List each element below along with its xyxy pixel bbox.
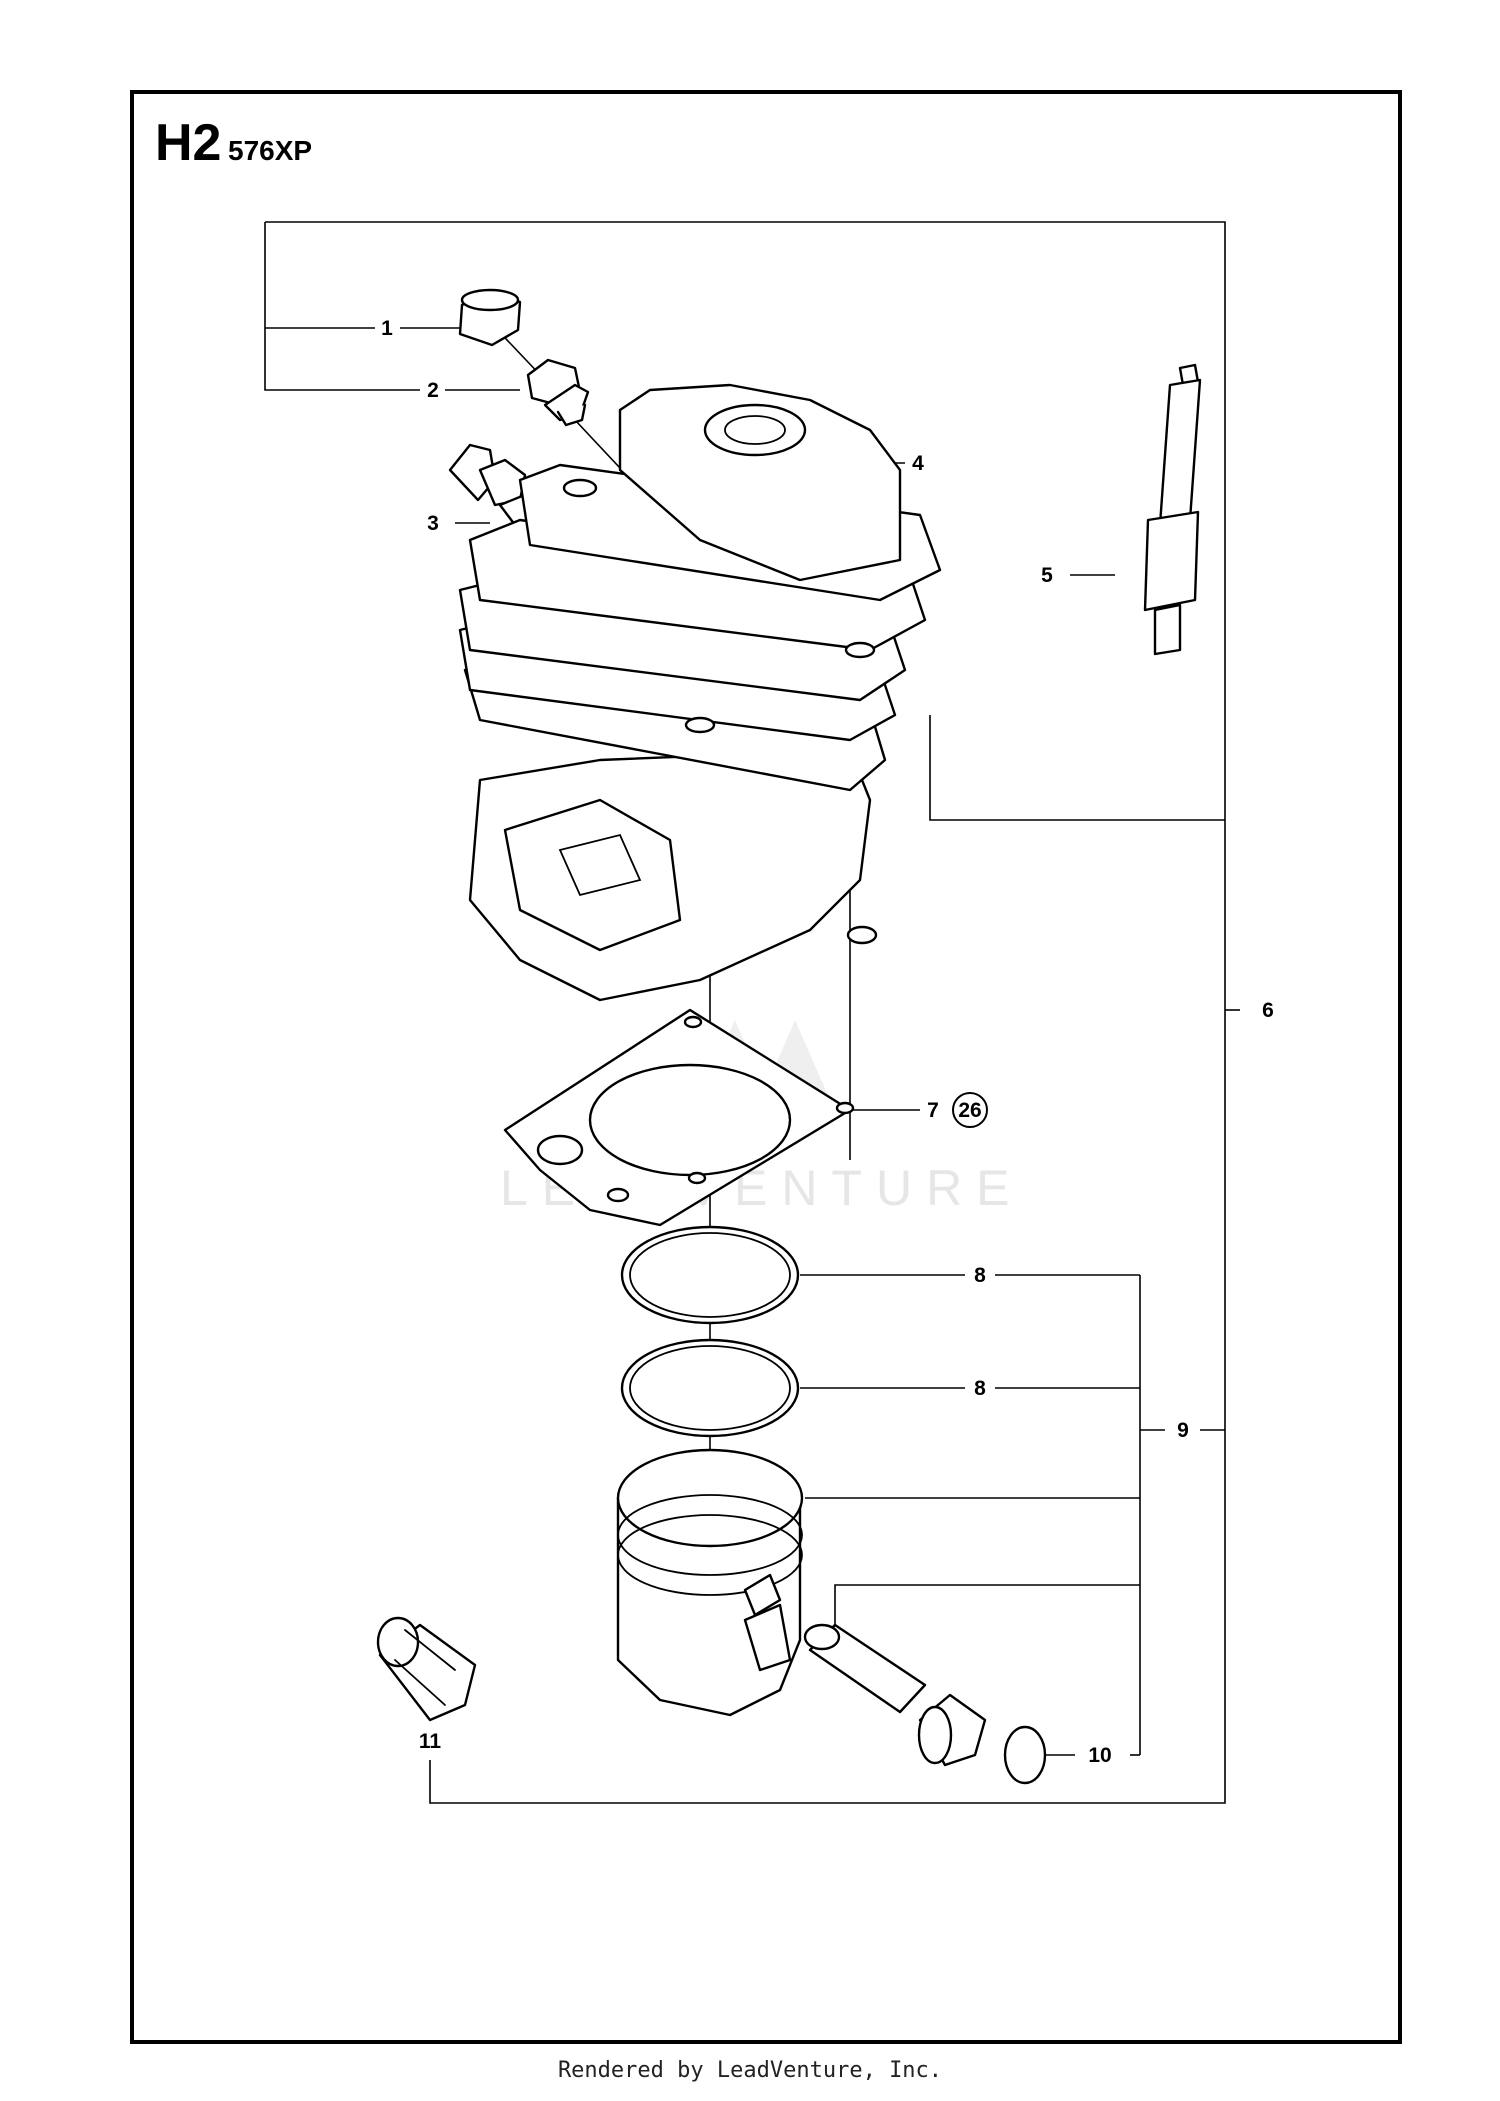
callout-5: 5 bbox=[1041, 564, 1053, 587]
callout-4: 4 bbox=[912, 452, 924, 475]
callout-10: 10 bbox=[1088, 1744, 1111, 1767]
section-code: H2 bbox=[155, 114, 221, 172]
part-11-bearing bbox=[376, 1616, 477, 1722]
part-6-cylinder bbox=[458, 383, 942, 1002]
callout-2: 2 bbox=[427, 379, 439, 402]
callout-6: 6 bbox=[1262, 999, 1274, 1022]
part-7-gasket bbox=[503, 1008, 855, 1227]
callout-3: 3 bbox=[427, 512, 439, 535]
part-2-valve bbox=[526, 358, 590, 427]
part-10-bearing-circlip bbox=[917, 1693, 1047, 1785]
callout-7: 7 bbox=[927, 1099, 939, 1122]
diagram-frame bbox=[130, 90, 1402, 2044]
callout-11: 11 bbox=[419, 1730, 442, 1753]
callout-8a: 8 bbox=[974, 1264, 986, 1287]
callout-1: 1 bbox=[381, 317, 393, 340]
part-1-cap bbox=[458, 288, 522, 347]
callout-7-badge-circle bbox=[952, 1092, 988, 1128]
part-8-rings bbox=[620, 1225, 800, 1438]
callout-labels: 1 2 3 4 5 6 7 26 8 8 9 10 11 bbox=[381, 317, 1274, 1767]
part-9-piston bbox=[616, 1448, 804, 1717]
part-9-piston-pin bbox=[803, 1623, 927, 1714]
footer-credit: Rendered by LeadVenture, Inc. bbox=[557, 2058, 943, 2083]
model-name: 576XP bbox=[228, 135, 312, 166]
callout-8b: 8 bbox=[974, 1377, 986, 1400]
callout-7-badge: 26 bbox=[958, 1099, 981, 1122]
part-5-spark-plug bbox=[1143, 363, 1202, 656]
callout-9: 9 bbox=[1177, 1419, 1189, 1442]
